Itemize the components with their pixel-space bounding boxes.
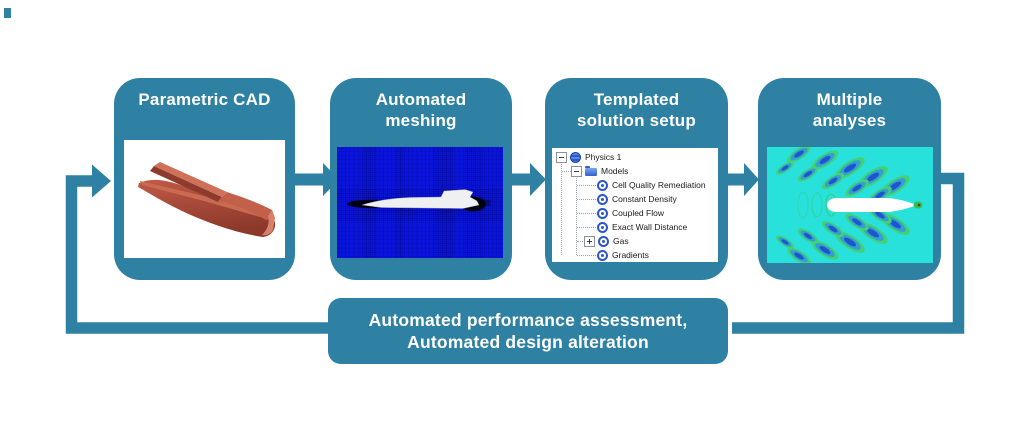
tree-connector-line: [562, 171, 571, 172]
step-title-line: Automated: [375, 90, 467, 109]
simulation-tree: Physics 1 Models Cell Quality Remediatio…: [552, 148, 718, 262]
tree-item-label: Physics 1: [585, 152, 622, 162]
mesh-grid-graphic: [337, 147, 503, 258]
feedback-arrowhead: [92, 164, 111, 198]
tree-connector-line: [576, 175, 577, 255]
step-templated-solution-setup: Templated solution setup Physics 1: [545, 78, 728, 280]
arrow-step1-step2: [293, 163, 339, 196]
step-title-line: meshing: [385, 111, 457, 130]
tree-item-label: Constant Density: [612, 194, 677, 204]
tree-connector-line: [577, 255, 596, 256]
ship-hull-cad-graphic: [124, 140, 285, 258]
tree-item-physics-1: Physics 1: [552, 150, 718, 164]
expand-toggle-icon: [584, 235, 595, 247]
tree-item-label: Coupled Flow: [612, 208, 664, 218]
step-title: Templated solution setup: [545, 78, 728, 131]
step-title: Multiple analyses: [758, 78, 941, 131]
step-title-line: solution setup: [577, 111, 696, 130]
collapse-toggle-icon: [556, 151, 567, 163]
collapse-toggle-icon: [571, 165, 582, 177]
physics-continuum-icon: [570, 151, 581, 163]
tree-item-label: Gradients: [612, 250, 649, 260]
tree-connector-line: [577, 227, 596, 228]
cfd-wake-image: [767, 147, 933, 263]
model-node-icon: [597, 221, 608, 233]
tree-item-label: Cell Quality Remediation: [612, 180, 706, 190]
kelvin-wake-graphic: [767, 147, 933, 263]
tree-item-label: Models: [601, 166, 629, 176]
step-automated-meshing: Automated meshing: [330, 78, 512, 280]
tree-item-gas: Gas: [552, 234, 718, 248]
step-title-line: analyses: [812, 111, 887, 130]
tree-item-constant-density: Constant Density: [552, 192, 718, 206]
step-title-line: Parametric CAD: [138, 90, 271, 109]
step-title: Automated meshing: [330, 78, 512, 131]
feedback-line: Automated performance assessment,: [368, 310, 688, 330]
arrow-step3-step4: [726, 163, 759, 196]
cad-hull-image: [124, 140, 285, 258]
tree-item-exact-wall-distance: Exact Wall Distance: [552, 220, 718, 234]
feedback-line: Automated design alteration: [407, 332, 649, 352]
tree-connector-line: [577, 213, 596, 214]
model-node-icon: [597, 207, 608, 219]
step-multiple-analyses: Multiple analyses: [758, 78, 941, 280]
simulation-tree-panel: Physics 1 Models Cell Quality Remediatio…: [552, 148, 718, 262]
step-title-line: Templated: [593, 90, 680, 109]
tree-connector-line: [561, 161, 562, 255]
tree-connector-line: [577, 199, 596, 200]
tree-item-models: Models: [552, 164, 718, 178]
feedback-assessment-box: Automated performance assessment, Automa…: [328, 298, 728, 364]
tree-connector-line: [577, 185, 596, 186]
step-title: Parametric CAD: [114, 78, 295, 110]
tree-item-label: Gas: [613, 236, 629, 246]
tree-item-coupled-flow: Coupled Flow: [552, 206, 718, 220]
models-folder-icon: [585, 165, 597, 176]
tree-item-cell-quality-remediation: Cell Quality Remediation: [552, 178, 718, 192]
step-title-line: Multiple: [816, 90, 883, 109]
tree-item-gradients: Gradients: [552, 248, 718, 262]
model-node-icon: [597, 249, 608, 261]
model-node-icon: [597, 179, 608, 191]
step-parametric-cad: Parametric CAD: [114, 78, 295, 280]
model-node-icon: [598, 235, 609, 247]
feedback-line-right: [732, 172, 965, 334]
arrow-step2-step3: [510, 163, 546, 196]
slide-corner-mark: [4, 8, 11, 18]
mesh-preview-image: [337, 147, 503, 258]
tree-item-label: Exact Wall Distance: [612, 222, 688, 232]
model-node-icon: [597, 193, 608, 205]
tree-connector-line: [577, 241, 583, 242]
feedback-line-left: [65, 175, 332, 334]
